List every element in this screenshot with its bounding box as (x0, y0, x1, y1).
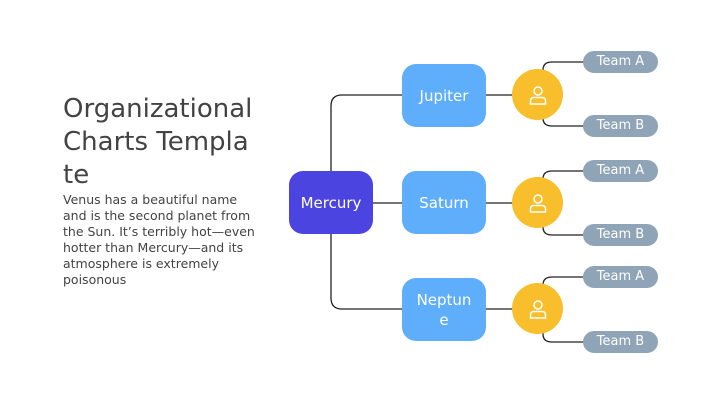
jupiter-team-a: Team A (583, 51, 658, 73)
neptune-team-b: Team B (583, 331, 658, 353)
connector-neptune-team-b (542, 327, 583, 343)
connector-root-neptune (330, 234, 402, 310)
connector-root-jupiter (330, 94, 402, 171)
neptune-team-a: Team A (583, 266, 658, 288)
slide-title: Organizational Charts Template (63, 94, 253, 190)
jupiter-user-circle (512, 69, 563, 120)
node-mercury: Mercury (289, 171, 373, 234)
node-neptune: Neptune (402, 278, 486, 341)
jupiter-team-b: Team B (583, 115, 658, 137)
saturn-user-circle (512, 177, 563, 228)
node-jupiter: Jupiter (402, 64, 486, 127)
user-icon (529, 299, 546, 319)
saturn-team-a: Team A (583, 160, 658, 182)
saturn-team-b: Team B (583, 224, 658, 246)
neptune-user-circle (512, 283, 563, 334)
slide-body-text: Venus has a beautiful name and is the se… (63, 192, 255, 287)
node-saturn: Saturn (402, 171, 486, 234)
user-icon (529, 85, 546, 105)
user-icon (529, 193, 546, 213)
